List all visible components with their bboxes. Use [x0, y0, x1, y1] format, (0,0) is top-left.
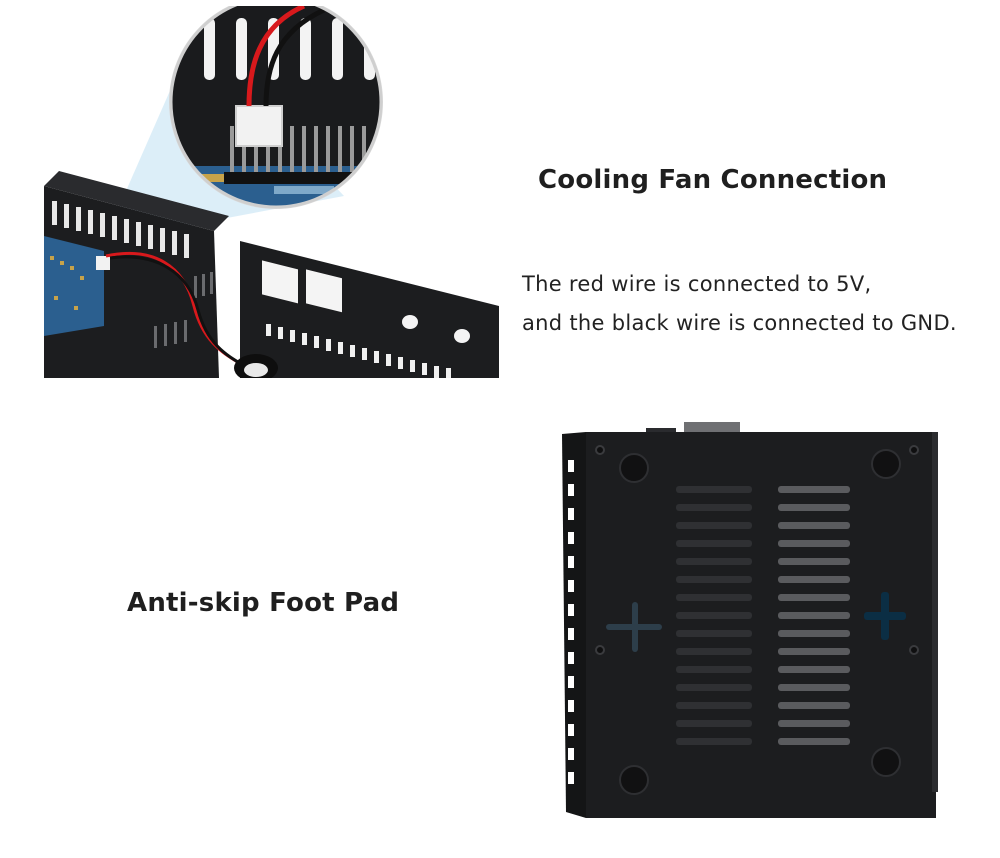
vent-left	[676, 486, 752, 745]
black-wire	[109, 255, 249, 370]
foot-pad	[619, 449, 901, 795]
foot-pad-heading: Anti-skip Foot Pad	[127, 588, 400, 618]
fan-description-line-2: and the black wire is connected to GND.	[522, 311, 957, 335]
vent-right	[778, 486, 850, 745]
fan-connector	[96, 256, 110, 270]
fan-connection-photo	[44, 6, 504, 378]
mount-keyhole-right	[864, 592, 906, 640]
case-bottom-photo	[556, 420, 940, 820]
mount-keyhole-left	[606, 602, 662, 652]
fan-heading: Cooling Fan Connection	[538, 165, 888, 195]
case-left-body	[44, 171, 229, 378]
fan-description-line-1: The red wire is connected to 5V,	[522, 272, 872, 296]
case-lid	[234, 241, 499, 378]
